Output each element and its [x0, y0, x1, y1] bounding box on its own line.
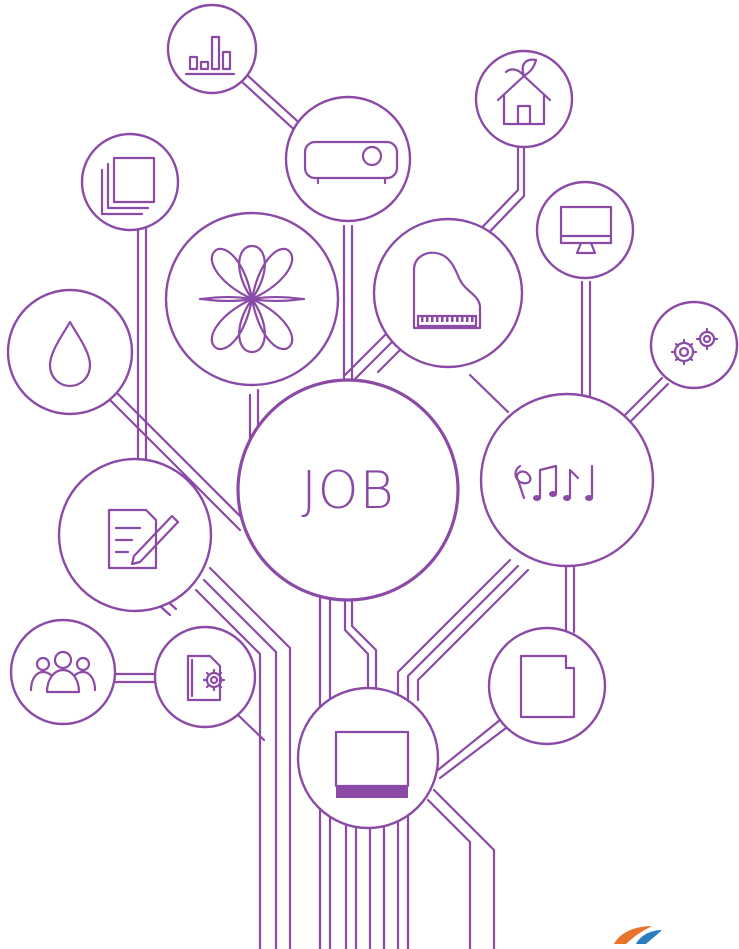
wire	[236, 713, 266, 742]
wire	[194, 588, 262, 949]
wire	[343, 588, 370, 692]
wire	[624, 382, 670, 428]
logo-swoosh-blue	[636, 930, 662, 944]
partial-logo	[614, 926, 662, 944]
document-settings-icon	[186, 654, 226, 702]
node-water-drop[interactable]	[6, 288, 134, 416]
logo-swoosh-orange	[614, 926, 652, 944]
wire	[618, 376, 664, 422]
wire	[438, 726, 508, 780]
node-team[interactable]	[9, 618, 117, 726]
projector-icon	[303, 140, 399, 185]
edit-document-icon	[107, 508, 180, 570]
wire	[116, 392, 250, 526]
node-music[interactable]	[479, 392, 655, 568]
wire	[432, 788, 496, 949]
gears-icon	[670, 327, 719, 366]
node-projector[interactable]	[284, 95, 412, 223]
node-blank-page[interactable]	[487, 626, 607, 746]
wire	[238, 78, 302, 137]
eco-home-icon	[496, 58, 552, 126]
monitor-icon	[559, 205, 613, 255]
node-monitor[interactable]	[535, 180, 635, 280]
laptop-icon	[334, 730, 410, 798]
flower-icon	[198, 244, 306, 354]
wire	[474, 143, 526, 248]
wire	[108, 398, 242, 532]
team-icon	[29, 650, 97, 694]
node-job-center[interactable]: JOB	[236, 378, 460, 602]
wire	[208, 566, 292, 949]
center-label: JOB	[301, 461, 394, 521]
node-document-settings[interactable]	[153, 625, 257, 729]
node-gears[interactable]	[649, 300, 739, 390]
wire	[436, 718, 502, 772]
wire	[416, 568, 530, 702]
node-documents[interactable]	[80, 132, 180, 232]
wire	[202, 578, 278, 949]
wire	[468, 143, 520, 242]
wire	[244, 72, 308, 131]
wire	[406, 564, 520, 949]
bar-chart-icon	[184, 35, 236, 76]
node-flower[interactable]	[164, 211, 340, 387]
water-drop-icon	[48, 320, 92, 388]
music-notes-icon	[514, 464, 594, 501]
documents-stack-icon	[100, 156, 156, 216]
wire	[350, 588, 378, 692]
wire	[396, 558, 512, 949]
node-bar-chart[interactable]	[166, 3, 258, 95]
node-eco-home[interactable]	[474, 49, 574, 149]
wire	[468, 373, 510, 414]
node-edit-document[interactable]	[57, 457, 213, 613]
piano-icon	[412, 251, 482, 330]
blank-page-icon	[519, 654, 576, 719]
node-laptop[interactable]	[296, 686, 440, 830]
node-piano[interactable]	[372, 217, 524, 369]
wire	[426, 798, 472, 949]
